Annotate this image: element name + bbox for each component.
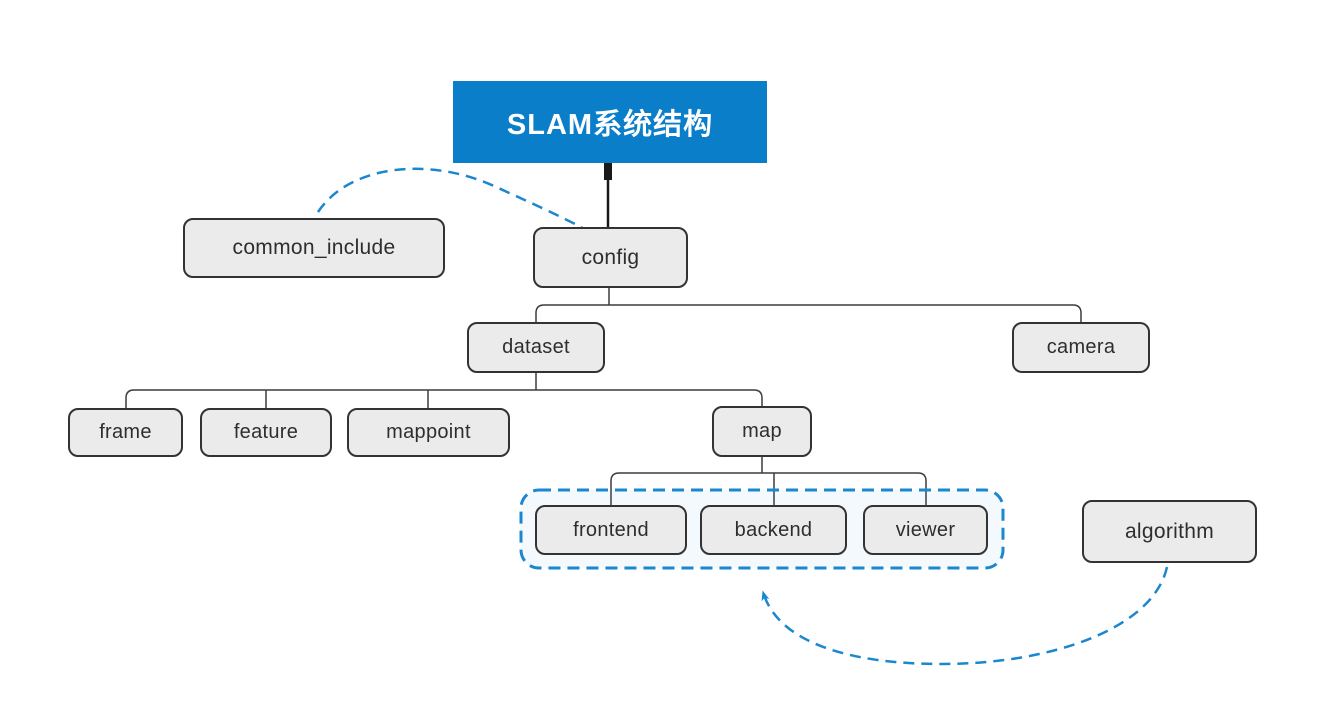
node-frame: frame bbox=[68, 408, 183, 457]
node-camera: camera bbox=[1012, 322, 1150, 373]
diagram-title: SLAM系统结构 bbox=[453, 81, 767, 163]
node-backend: backend bbox=[700, 505, 847, 555]
node-mappoint: mappoint bbox=[347, 408, 510, 457]
arrow-common-include-to-config bbox=[316, 167, 600, 239]
node-feature: feature bbox=[200, 408, 332, 457]
node-algorithm: algorithm bbox=[1082, 500, 1257, 563]
node-viewer: viewer bbox=[863, 505, 988, 555]
node-common-include: common_include bbox=[183, 218, 445, 278]
node-frontend: frontend bbox=[535, 505, 687, 555]
connector-config-children bbox=[535, 304, 1082, 322]
arrow-algorithm-to-group bbox=[761, 566, 1169, 666]
node-dataset: dataset bbox=[467, 322, 605, 373]
node-map: map bbox=[712, 406, 812, 457]
connector-map-children bbox=[610, 472, 927, 505]
node-config: config bbox=[533, 227, 688, 288]
root-connector-stub bbox=[604, 163, 612, 180]
connector-dataset-children bbox=[125, 389, 763, 408]
